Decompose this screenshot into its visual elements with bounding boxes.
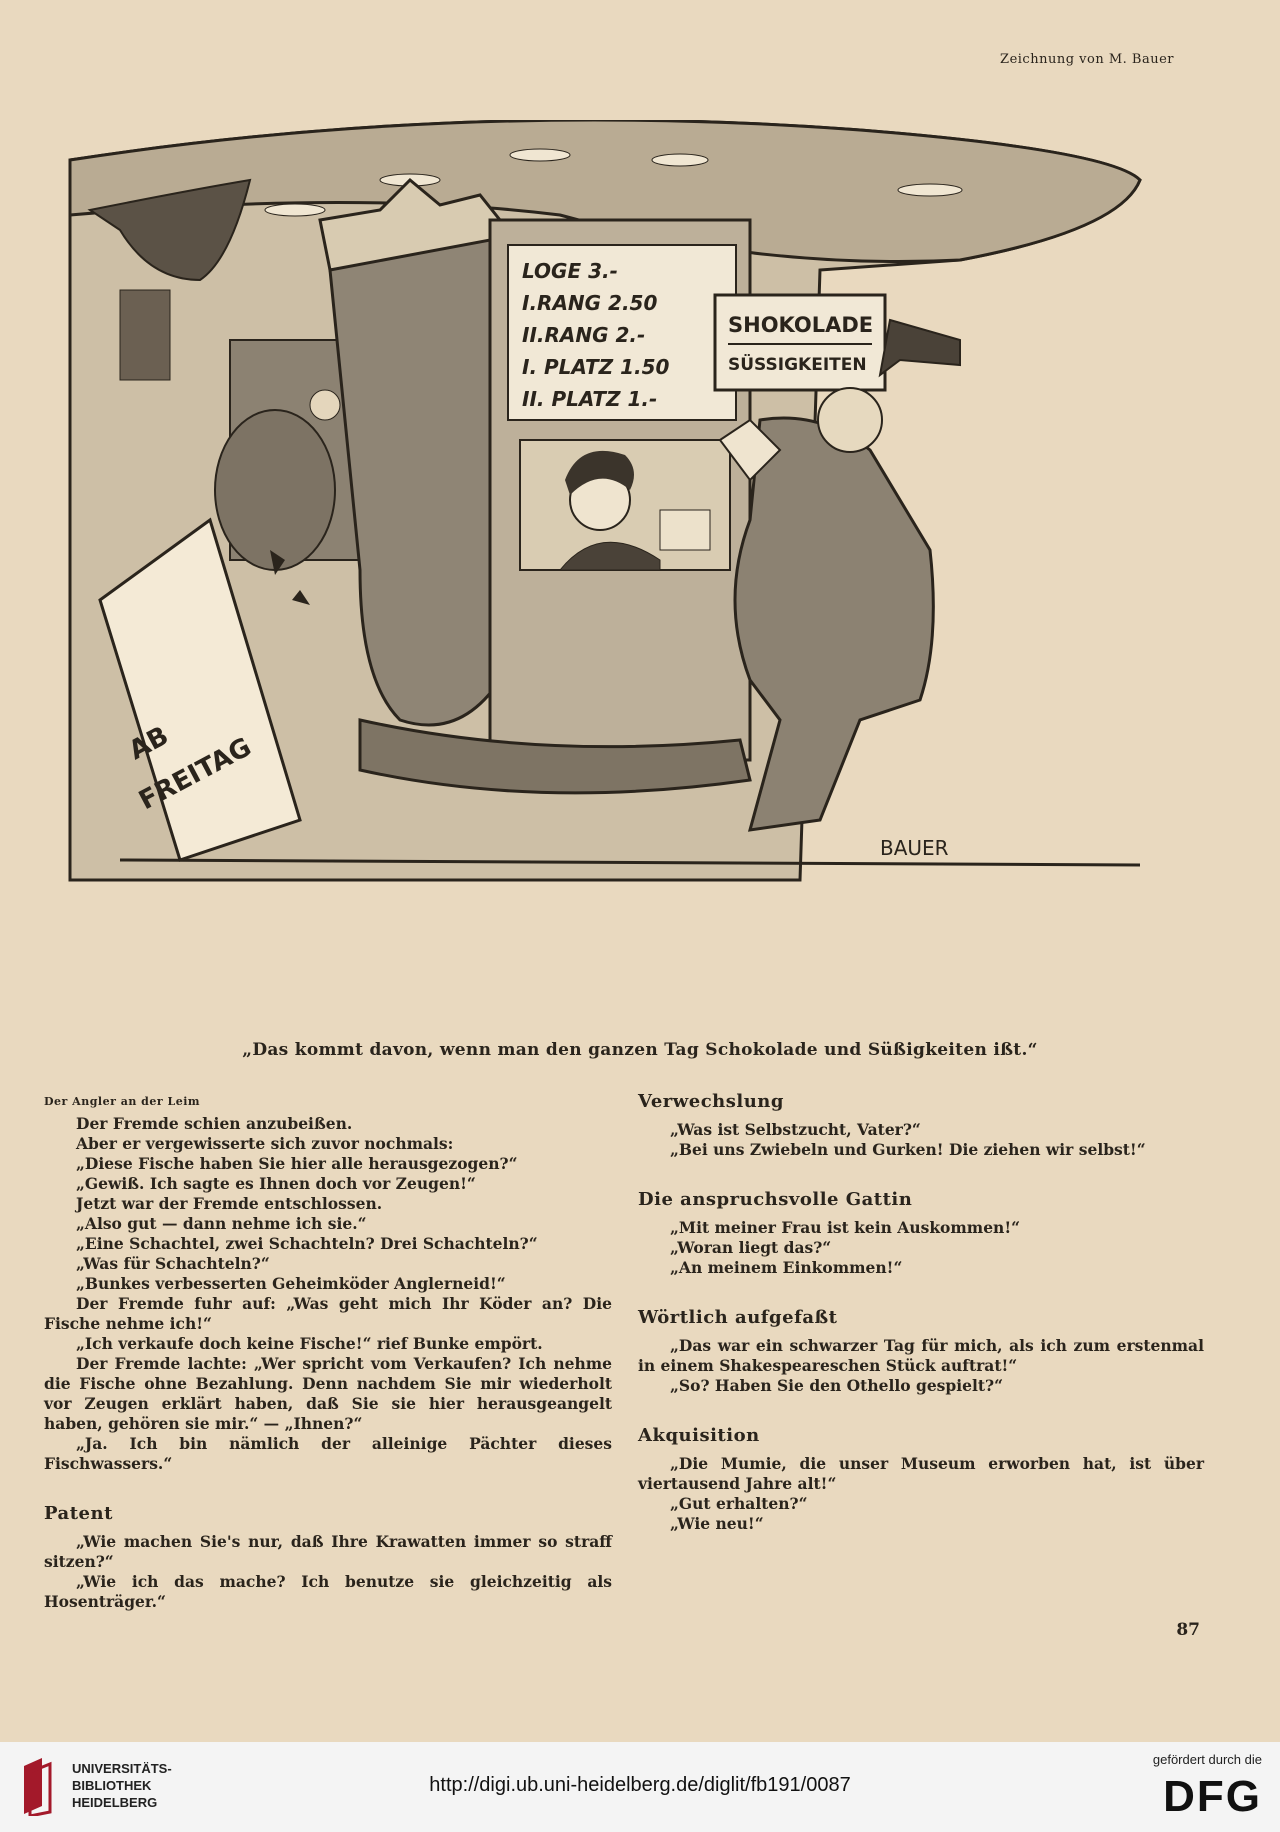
story-paragraph: „Ja. Ich bin nämlich der alleinige Pächt…: [44, 1434, 612, 1473]
illustration-credit: Zeichnung von M. Bauer: [1000, 52, 1174, 67]
digitization-url-link[interactable]: http://digi.ub.uni-heidelberg.de/diglit/…: [429, 1774, 851, 1796]
debris-fragment: [292, 590, 310, 605]
story-title: Der Angler an der Leim: [44, 1095, 201, 1108]
kiosk-base: [358, 718, 752, 795]
background-figure-head: [309, 389, 341, 421]
dfg-logo[interactable]: DFG: [1163, 1772, 1262, 1821]
story-paragraph: „Was für Schachteln?“: [76, 1254, 270, 1273]
price-line-5: II. PLATZ 1.-: [522, 387, 657, 411]
background-figure: [214, 409, 336, 571]
price-line-2: I.RANG 2.50: [522, 291, 657, 315]
library-name-line: BIBLIOTHEK: [72, 1778, 152, 1793]
page-number: 87: [1176, 1620, 1200, 1640]
funding-label: gefördert durch die: [1152, 1752, 1262, 1767]
story-paragraph: „Eine Schachtel, zwei Schachteln? Drei S…: [76, 1234, 538, 1253]
price-line-4: I. PLATZ 1.50: [522, 355, 670, 379]
artist-signature: BAUER: [880, 836, 949, 860]
debris-fragment: [270, 550, 285, 575]
sign-line-1: SHOKOLADE: [728, 313, 873, 337]
story-paragraph: „Das war ein schwarzer Tag für mich, als…: [638, 1336, 1204, 1375]
ceiling-light: [264, 203, 326, 217]
university-logo-icon[interactable]: [20, 1756, 60, 1816]
story-paragraph: „So? Haben Sie den Othello gespielt?“: [670, 1376, 1004, 1395]
story-paragraph: Der Fremde schien anzubeißen.: [76, 1114, 353, 1133]
ceiling-light: [651, 153, 709, 167]
magazine-page: Zeichnung von M. Bauer: [44, 52, 1204, 1642]
story-paragraph: „Bei uns Zwiebeln und Gurken! Die ziehen…: [670, 1140, 1146, 1159]
story-paragraph: „Also gut — dann nehme ich sie.“: [76, 1214, 367, 1233]
library-name-line: HEIDELBERG: [72, 1795, 158, 1810]
sweets-sign: [713, 293, 887, 392]
story-paragraph: Der Fremde lachte: „Wer spricht vom Verk…: [44, 1354, 612, 1433]
cashier-hair: [565, 450, 634, 495]
movie-poster: [98, 517, 302, 862]
flying-cap: [878, 318, 961, 378]
story-paragraph: Jetzt war der Fremde entschlossen.: [76, 1194, 383, 1213]
story-paragraph: „Wie neu!“: [670, 1514, 764, 1533]
price-line-1: LOGE 3.-: [522, 259, 618, 283]
story-paragraph: Der Fremde fuhr auf: „Was geht mich Ihr …: [44, 1294, 612, 1333]
story-title: Akquisition: [638, 1425, 760, 1446]
story-paragraph: „An meinem Einkommen!“: [670, 1258, 903, 1277]
soldier-head: [817, 387, 883, 453]
price-board: [507, 244, 737, 421]
story-woertlich: Wörtlich aufgefaßt „Das war ein schwarze…: [638, 1308, 1204, 1396]
story-patent: Patent „Wie machen Sie's nur, daß Ihre K…: [44, 1504, 612, 1612]
story-gattin: Die anspruchsvolle Gattin „Mit meiner Fr…: [638, 1190, 1204, 1278]
illustration-caption: „Das kommt davon, wenn man den ganzen Ta…: [242, 1040, 1038, 1060]
story-paragraph: „Wie machen Sie's nur, daß Ihre Krawatte…: [44, 1532, 612, 1571]
stage-curtain: [87, 178, 252, 282]
curtain-tassel: [119, 289, 171, 381]
story-paragraph: „Wie ich das mache? Ich benutze sie glei…: [44, 1572, 612, 1611]
story-paragraph: Aber er vergewisserte sich zuvor nochmal…: [76, 1134, 454, 1153]
ceiling-light: [897, 183, 963, 197]
cartoon-drawing: LOGE 3.- I.RANG 2.50 II.RANG 2.- I. PLAT…: [68, 118, 1142, 882]
price-line-3: II.RANG 2.-: [522, 323, 645, 347]
library-name-line: UNIVERSITÄTS-: [72, 1761, 172, 1776]
story-paragraph: „Gut erhalten?“: [670, 1494, 808, 1513]
right-column: Verwechslung „Was ist Selbstzucht, Vater…: [638, 1092, 1204, 1564]
floor-line: [119, 858, 1141, 867]
library-name[interactable]: UNIVERSITÄTS- BIBLIOTHEK HEIDELBERG: [72, 1760, 172, 1811]
kiosk-curtain: [328, 238, 502, 727]
cartoon-illustration: LOGE 3.- I.RANG 2.50 II.RANG 2.- I. PLAT…: [60, 118, 1190, 1030]
left-column: Der Angler an der Leim Der Fremde schien…: [44, 1092, 612, 1642]
ceiling-light: [509, 148, 571, 162]
story-paragraph: „Diese Fische haben Sie hier alle heraus…: [76, 1154, 518, 1173]
story-angler: Der Angler an der Leim Der Fremde schien…: [44, 1092, 612, 1474]
story-title: Patent: [44, 1503, 113, 1524]
story-paragraph: „Was ist Selbstzucht, Vater?“: [670, 1120, 921, 1139]
story-title: Wörtlich aufgefaßt: [638, 1307, 838, 1328]
story-paragraph: „Bunkes verbesserten Geheimköder Anglern…: [76, 1274, 506, 1293]
story-akquisition: Akquisition „Die Mumie, die unser Museum…: [638, 1426, 1204, 1534]
story-title: Verwechslung: [638, 1091, 784, 1112]
story-paragraph: „Gewiß. Ich sagte es Ihnen doch vor Zeug…: [76, 1174, 476, 1193]
chocolate-boxes: [659, 509, 711, 551]
story-paragraph: „Die Mumie, die unser Museum erworben ha…: [638, 1454, 1204, 1493]
story-title: Die anspruchsvolle Gattin: [638, 1189, 913, 1210]
story-verwechslung: Verwechslung „Was ist Selbstzucht, Vater…: [638, 1092, 1204, 1160]
soldier-hand: [718, 418, 782, 482]
story-paragraph: „Woran liegt das?“: [670, 1238, 832, 1257]
sign-line-2: SÜSSIGKEITEN: [728, 353, 867, 375]
footer-bar: UNIVERSITÄTS- BIBLIOTHEK HEIDELBERG http…: [0, 1742, 1280, 1832]
story-paragraph: „Ich verkaufe doch keine Fische!“ rief B…: [76, 1334, 543, 1353]
story-paragraph: „Mit meiner Frau ist kein Auskommen!“: [670, 1218, 1021, 1237]
cashier-body: [558, 541, 661, 571]
